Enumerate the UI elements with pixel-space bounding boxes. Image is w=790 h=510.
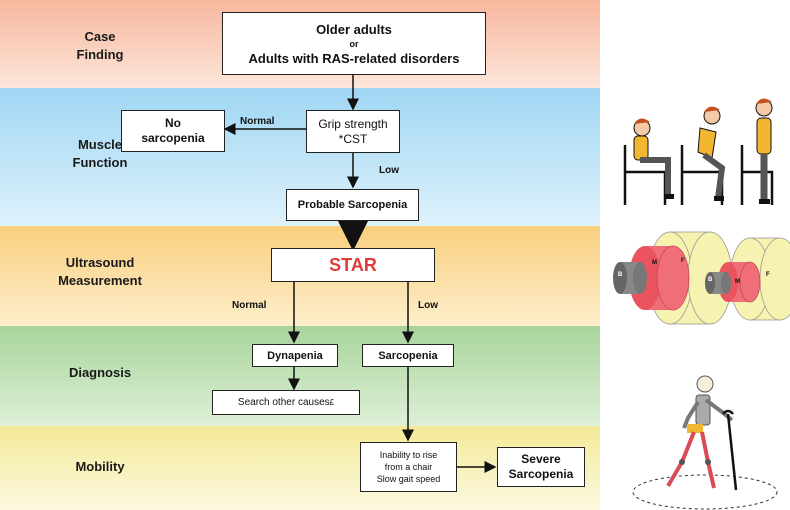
node-severe-sarcopenia: Severe Sarcopenia	[497, 447, 585, 487]
stage-case-finding: Case Finding	[76, 29, 124, 62]
stage-mobility: Mobility	[75, 459, 125, 474]
cylinder2-fat-label: F	[766, 272, 770, 278]
edge-label-normal-star: Normal	[232, 300, 267, 311]
node-star: STAR	[271, 248, 435, 282]
node-grip-line1: Grip strength	[318, 116, 388, 131]
edge-label-low-star: Low	[418, 300, 438, 311]
node-mobility-test: Inability to rise from a chair Slow gait…	[360, 442, 457, 492]
node-probable-sarcopenia: Probable Sarcopenia	[286, 189, 419, 221]
node-grip-line2: *CST	[338, 131, 368, 146]
node-start-or: or	[349, 38, 359, 49]
stage-ultrasound: Ultrasound Measurement	[58, 255, 142, 288]
node-search-mark: £	[329, 398, 335, 407]
node-start-line2: Adults with RAS-related disorders	[248, 50, 460, 66]
node-start-line1: Older adults	[316, 21, 392, 37]
node-grip-strength: Grip strength *CST	[306, 110, 400, 153]
node-search-text: Search other causes	[237, 397, 330, 408]
edge-label-low-grip: Low	[379, 165, 399, 176]
edge-label-normal-grip: Normal	[240, 116, 275, 127]
node-no-sarcopenia: No sarcopenia	[121, 110, 225, 152]
node-search-other-causes: Search other causes£	[212, 390, 360, 415]
node-sarcopenia: Sarcopenia	[362, 344, 454, 367]
cylinder1-fat-label: F	[681, 258, 685, 264]
stage-muscle-function: Muscle Function	[72, 137, 128, 170]
cylinder2-muscle-label: M	[735, 279, 740, 285]
node-dynapenia: Dynapenia	[252, 344, 338, 367]
stage-diagnosis: Diagnosis	[68, 365, 132, 380]
cylinder1-bone-label: B	[618, 272, 623, 278]
cylinder1-muscle-label: M	[652, 260, 657, 266]
node-start: Older adults or Adults with RAS-related …	[222, 12, 486, 75]
cylinder2-bone-label: B	[708, 277, 713, 283]
